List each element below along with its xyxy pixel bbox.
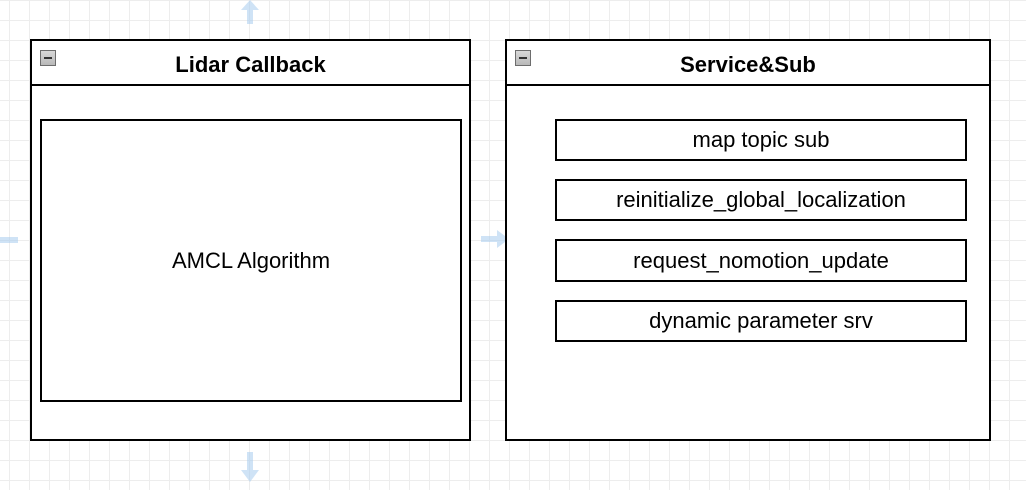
amcl-algorithm-node[interactable]: AMCL Algorithm <box>40 119 462 402</box>
service-sub-container[interactable]: Service&Sub map topic sub reinitialize_g… <box>505 39 991 441</box>
arrow-up-icon[interactable] <box>240 0 260 24</box>
arrow-left-icon[interactable] <box>0 230 18 250</box>
collapse-icon[interactable] <box>515 50 531 66</box>
request-nomotion-update-node[interactable]: request_nomotion_update <box>555 239 967 282</box>
collapse-icon[interactable] <box>40 50 56 66</box>
node-label: AMCL Algorithm <box>171 247 331 273</box>
node-label: map topic sub <box>692 127 830 152</box>
container-header: Service&Sub <box>507 41 989 86</box>
arrow-down-icon[interactable] <box>240 452 260 482</box>
node-label: request_nomotion_update <box>633 247 889 273</box>
dynamic-parameter-srv-node[interactable]: dynamic parameter srv <box>555 300 967 342</box>
node-label: dynamic parameter srv <box>649 308 873 333</box>
arrow-right-icon[interactable] <box>481 228 509 250</box>
container-header: Lidar Callback <box>32 41 469 86</box>
node-label: reinitialize_global_localization <box>616 187 906 212</box>
reinitialize-global-localization-node[interactable]: reinitialize_global_localization <box>555 179 967 221</box>
container-title: Service&Sub <box>680 52 816 77</box>
lidar-callback-container[interactable]: Lidar Callback AMCL Algorithm <box>30 39 471 441</box>
container-title: Lidar Callback <box>175 52 326 77</box>
map-topic-sub-node[interactable]: map topic sub <box>555 119 967 161</box>
